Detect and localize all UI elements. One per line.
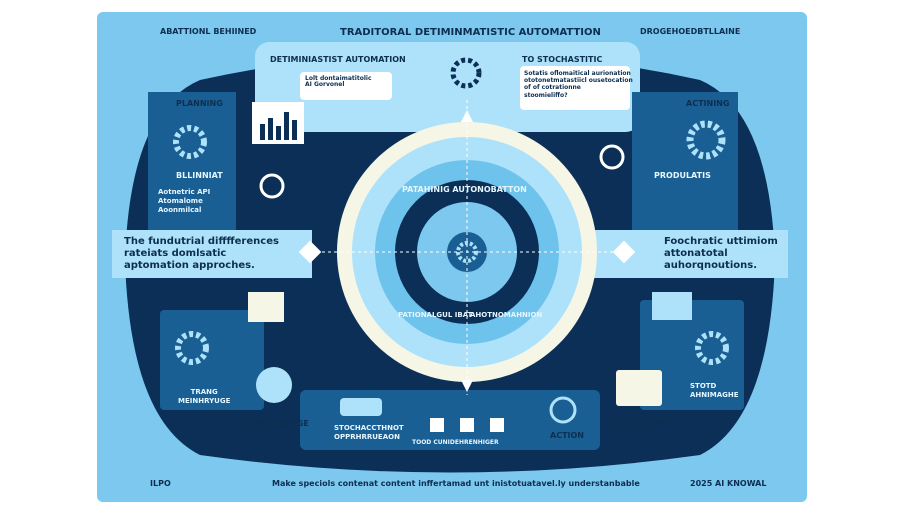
left-bubble xyxy=(300,72,392,100)
bottom-center-tag: TOOD CUNIDEHRENHIGER xyxy=(412,439,499,446)
action-label: ACTION xyxy=(550,431,584,440)
right-lower-panel xyxy=(640,300,744,410)
ring-left-label: PATIONALGUL IBAT xyxy=(398,311,473,319)
monitor-icon-right xyxy=(652,292,692,320)
gear-icon-left-lower xyxy=(175,331,209,365)
actining-label: ACTINING xyxy=(686,99,730,108)
agentic-label: Aotnetric API Atomalome Aoonmilcal xyxy=(158,188,211,215)
fundamental-text: The fundutrial difffferences rateiats do… xyxy=(124,236,279,271)
connector-lines xyxy=(310,100,624,395)
header-left-tag: ABATTIONL BEHIINED xyxy=(160,27,257,36)
down-arrow-icon xyxy=(461,380,473,392)
target-icon-left xyxy=(259,173,285,199)
left-upper-panel xyxy=(148,92,236,232)
gear-icon-top xyxy=(450,57,482,89)
left-bubble-text: Lolt dontaimatitolic AI Gorvonel xyxy=(305,75,372,88)
right-bubble xyxy=(520,66,630,110)
right-tool-usage-label: TOOL USAGE xyxy=(616,417,674,426)
stord-label: STOTD AHNIMAGHE xyxy=(690,382,739,400)
core-gear-icon xyxy=(456,241,478,263)
globe-icon-left xyxy=(256,367,292,403)
globe-icon-right xyxy=(549,396,577,424)
focus-text: Foochratic uttimiom attonatotal auhorqno… xyxy=(664,236,778,271)
footer-left: ILPO xyxy=(150,479,171,488)
footer-center: Make speciols contenat content inffertam… xyxy=(272,479,640,488)
gear-icon-planning xyxy=(173,125,207,159)
ring-top-label: PATAHINIG AUTONOBATTON xyxy=(402,185,527,194)
stochastic-label: STOCHACCTHNOT OPPRHRRUEAON xyxy=(334,424,404,442)
right-upper-panel xyxy=(632,92,738,232)
top-left-heading: DETIMINIASTIST AUTOMATION xyxy=(270,55,406,64)
up-arrow-icon xyxy=(461,110,473,122)
planning-label: PLANNING xyxy=(176,99,223,108)
trang-label: TRANG MEINHRYUGE xyxy=(178,388,231,406)
produlatis-label: PRODULATIS xyxy=(654,171,711,180)
target-icon-right xyxy=(599,144,625,170)
document-icon xyxy=(248,292,284,322)
gear-icon-actining xyxy=(686,120,726,160)
small-squares-icon xyxy=(430,418,504,432)
right-bubble-text: Sotatis oflomaitical aurionation ototone… xyxy=(524,70,633,99)
bar-chart-icon xyxy=(260,112,297,140)
left-band xyxy=(112,230,312,278)
header-right-tag: DROGEHOEDBTLLAINE xyxy=(640,27,741,36)
bllinniat-label: BLLINNIAT xyxy=(176,171,223,180)
left-tool-usage-label: TOOL USEAGE xyxy=(246,419,309,428)
screen-icon-right xyxy=(616,370,662,406)
gear-icon-right-lower xyxy=(695,331,729,365)
top-right-heading: TO STOCHASTITIC xyxy=(522,55,603,64)
header-title: TRADITORAL DETIMINMATISTIC AUTOMATTION xyxy=(340,27,601,38)
bus-icon xyxy=(340,398,382,416)
footer-right: 2025 AI KNOWAL xyxy=(690,479,767,488)
ring-right-label: AHOTNOMAHNION xyxy=(470,311,543,319)
